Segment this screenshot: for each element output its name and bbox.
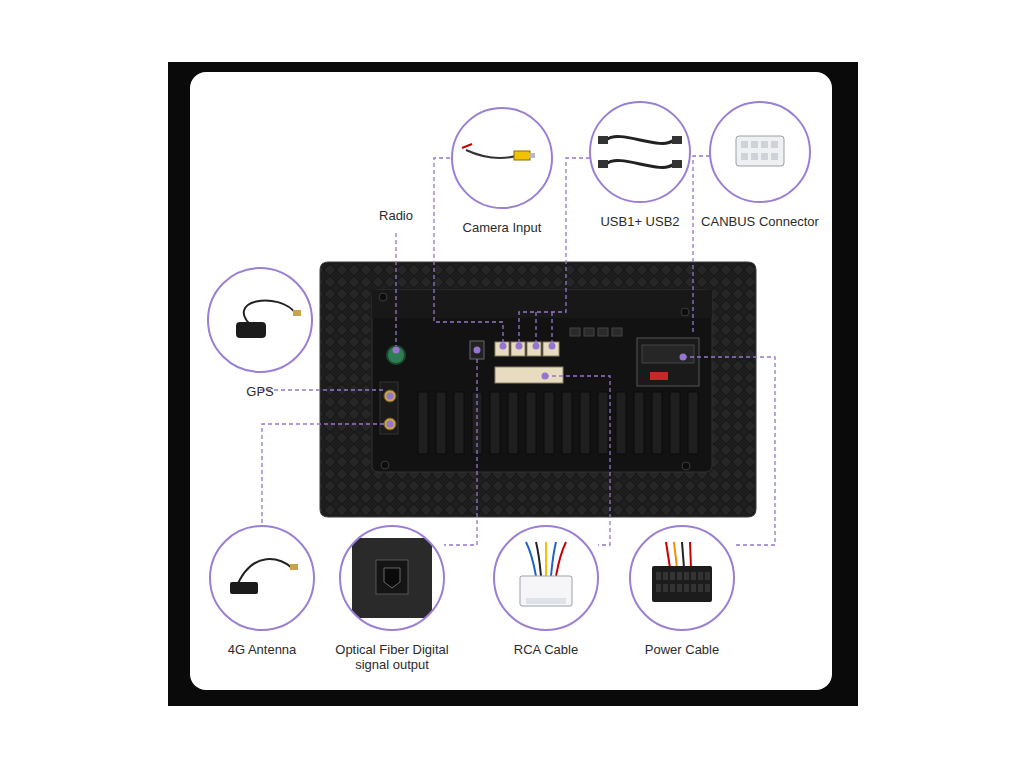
callout-circle: USB1+ USB2	[565, 100, 715, 231]
callout-circle: 4G Antenna	[187, 524, 337, 659]
callout-picture	[185, 266, 335, 374]
port-dots	[387, 343, 687, 428]
callout-label: GPS	[185, 384, 335, 399]
callout-circle: Power Cable	[607, 524, 757, 659]
callout-label: USB1+ USB2	[565, 214, 715, 229]
leader-lines	[260, 156, 775, 545]
callout-label: 4G Antenna	[187, 642, 337, 657]
callout-circle: Camera Input	[427, 106, 577, 237]
port-label: Radio	[379, 208, 413, 223]
callout-label: RCA Cable	[471, 642, 621, 657]
callout-label: Optical Fiber Digital signal output	[322, 642, 462, 672]
callout-circle: CANBUS Connector	[685, 100, 835, 231]
callout-label: Power Cable	[607, 642, 757, 657]
callout-picture	[685, 100, 835, 204]
head-unit	[320, 262, 756, 517]
callout-picture	[471, 524, 621, 632]
callout-picture	[607, 524, 757, 632]
callout-label: Camera Input	[427, 220, 577, 235]
callout-picture	[565, 100, 715, 204]
callout-circle: RCA Cable	[471, 524, 621, 659]
callout-picture	[427, 106, 577, 210]
callout-picture	[317, 524, 467, 632]
callout-label: CANBUS Connector	[685, 214, 835, 229]
frame	[168, 62, 858, 706]
callout-picture	[187, 524, 337, 632]
callout-circle: GPS	[185, 266, 335, 401]
panel	[190, 72, 832, 690]
callout-circle: Optical Fiber Digital signal output	[317, 524, 467, 674]
